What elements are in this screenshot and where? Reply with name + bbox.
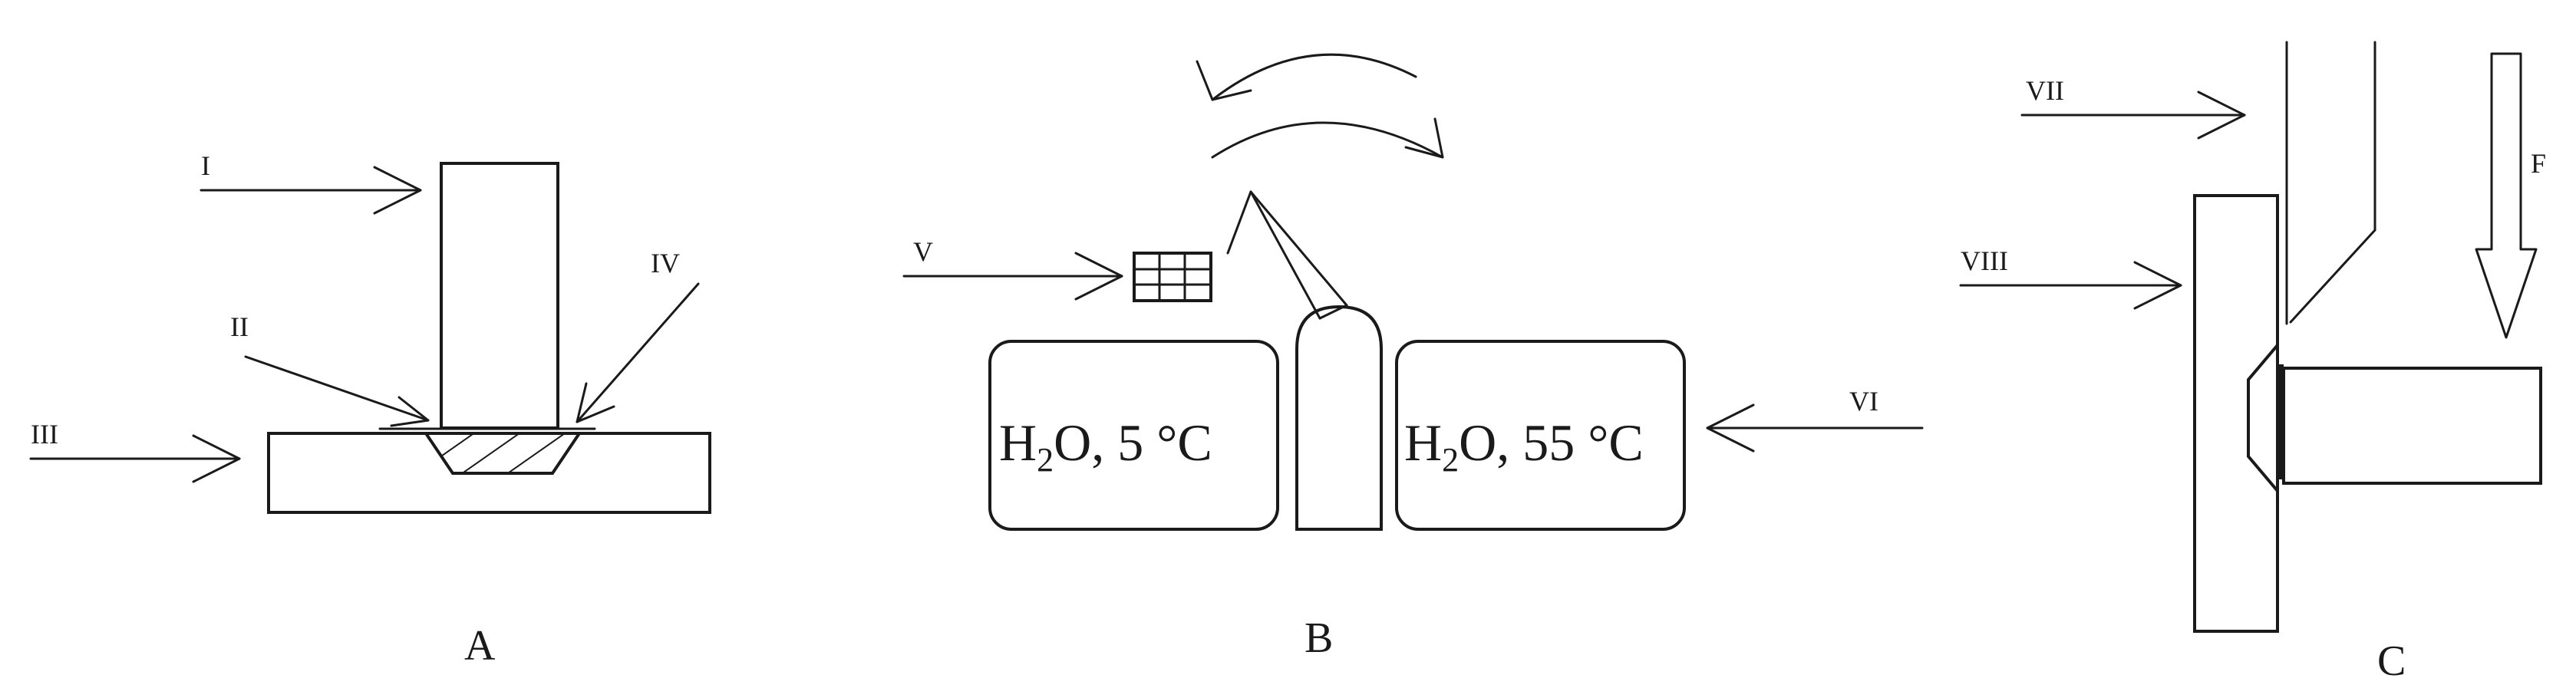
joint-dark-band bbox=[2278, 364, 2284, 479]
panel-c: F VII VIII C bbox=[1959, 41, 2546, 685]
panel-c-caption: C bbox=[2377, 637, 2406, 685]
central-arch-chamber bbox=[1295, 305, 1383, 531]
force-arrow-icon bbox=[2475, 52, 2538, 339]
label-vi: VI bbox=[1849, 386, 1878, 416]
arrow-ii bbox=[244, 355, 430, 427]
swing-arm bbox=[1226, 190, 1348, 320]
label-v: V bbox=[913, 236, 933, 267]
arrow-v bbox=[902, 252, 1123, 301]
label-viii: VIII bbox=[1961, 245, 2008, 276]
label-vii: VII bbox=[2026, 75, 2064, 106]
arrow-iii bbox=[29, 434, 241, 483]
arrow-i bbox=[200, 166, 422, 215]
feed-nozzle bbox=[2285, 41, 2376, 325]
panel-a-hatched-weld-zone bbox=[423, 432, 582, 475]
arrow-viii bbox=[1959, 261, 2182, 310]
arrow-vi bbox=[1706, 403, 1924, 453]
panel-b: H2O, 5 °C H2O, 55 °C V bbox=[902, 53, 1924, 662]
label-i: I bbox=[201, 150, 210, 181]
sample-grid-holder bbox=[1133, 252, 1212, 302]
label-iv: IV bbox=[651, 248, 680, 278]
arrow-vii bbox=[2020, 91, 2246, 140]
panel-a: I II III IV A bbox=[29, 150, 711, 670]
cold-bath-label: H2O, 5 °C bbox=[999, 413, 1212, 479]
panel-a-vertical-rod bbox=[440, 162, 559, 430]
label-iii: III bbox=[31, 419, 58, 449]
hot-bath-label: H2O, 55 °C bbox=[1404, 413, 1644, 479]
panel-b-caption: B bbox=[1304, 614, 1333, 662]
arrow-iv bbox=[576, 282, 700, 423]
panel-a-caption: A bbox=[464, 622, 496, 670]
label-force: F bbox=[2531, 148, 2546, 179]
cold-bath-box bbox=[988, 340, 1279, 531]
horizontal-stud bbox=[2282, 367, 2542, 485]
hot-bath-box bbox=[1395, 340, 1686, 531]
label-ii: II bbox=[230, 311, 249, 342]
rotation-arrows-icon bbox=[1196, 53, 1444, 159]
